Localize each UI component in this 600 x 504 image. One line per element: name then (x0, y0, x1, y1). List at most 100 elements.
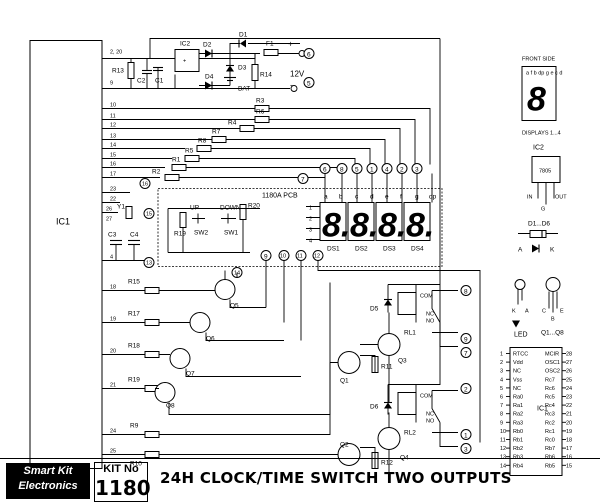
ic1-pin-right-num: 19 (566, 429, 572, 435)
schematic-label: 1 (370, 167, 374, 174)
schematic-label: Q3 (398, 358, 407, 365)
r2-resistor (164, 174, 180, 181)
ic1-pin-right-num: 24 (566, 386, 572, 392)
c1-label: C1 (155, 78, 164, 85)
ic1-pin-right-num: 16 (566, 455, 572, 461)
ic1-pin-right-name: OSC2 (545, 369, 560, 375)
ic1-pin-right-name: Rb5 (545, 463, 555, 469)
diode-symbol (532, 244, 539, 253)
node-16 (139, 178, 151, 189)
ic1-pin-left-name: Rb0 (513, 429, 523, 435)
schematic-label: 12 (110, 123, 116, 129)
schematic-label: R10 (130, 461, 142, 468)
ic1-pin-left-num: 8 (500, 412, 503, 418)
pcb-outline (157, 188, 443, 267)
out-8 (460, 285, 472, 296)
display-pinout (521, 66, 557, 121)
schematic-label: 1 (309, 206, 312, 212)
ic1-pin-right-name: Rc6 (545, 386, 555, 392)
schematic-label: R5 (185, 148, 194, 155)
schematic-label: R8 (198, 138, 207, 145)
schematic-label: DS4 (411, 246, 424, 253)
schematic-path (115, 244, 135, 261)
footer-bar: Smart Kit Electronics KIT No 1180 24H CL… (0, 458, 600, 504)
ic1-pin-right-name: Rc4 (545, 403, 555, 409)
schematic-label: 22 (110, 197, 116, 203)
bat-label: BAT (238, 86, 250, 93)
ic1-pin-right-name: Rc0 (545, 438, 555, 444)
schematic-path (517, 289, 523, 305)
ic1-pin-left-name: Ra1 (513, 403, 523, 409)
ic2-label: IC2 (180, 41, 191, 48)
r9-resistor (144, 431, 160, 438)
schematic-label: E (560, 309, 564, 315)
schematic-path (192, 213, 236, 224)
r15-resistor (144, 287, 160, 294)
schematic-label: R18 (128, 343, 140, 350)
node-15 (143, 208, 155, 219)
schematic-label: 14 (110, 143, 116, 149)
schematic-label: D6 (370, 404, 379, 411)
schematic-label: 18 (110, 285, 116, 291)
r5-resistor (184, 155, 200, 162)
schematic-label: DS1 (327, 246, 340, 253)
schematic-label: a f b dp g e c d (526, 71, 562, 77)
schematic-label: R19 (128, 377, 140, 384)
term-5-label: 5 (307, 81, 311, 88)
kit-number-box: KIT No 1180 (94, 462, 151, 502)
schematic-label: 19 (110, 317, 116, 323)
out-3 (460, 443, 472, 454)
d3-diode (226, 65, 234, 72)
ic2-legend-label: IC2 (533, 145, 544, 152)
schematic-label: 26 (106, 207, 112, 213)
ic1-pin-left-name: Rb2 (513, 446, 523, 452)
out-1 (460, 429, 472, 440)
pin-bus (102, 108, 255, 168)
schematic-label: K (550, 247, 555, 254)
schematic-path (330, 312, 390, 473)
schematic-label: 20 (110, 349, 116, 355)
voltage-label: 12V (290, 70, 305, 79)
schematic-label: Q2 (340, 442, 349, 449)
schematic-label: 13 (146, 261, 152, 267)
r19-pcb-resistor (179, 212, 187, 228)
schematic-label: 4 (110, 255, 113, 261)
out-7 (460, 347, 472, 358)
q4-transistor (377, 427, 401, 450)
digit-box-2 (347, 202, 375, 241)
ic1-pin-left-num: 6 (500, 395, 503, 401)
up-label: UP (190, 205, 199, 212)
d3-label: D3 (238, 65, 247, 72)
ic1-label: IC1 (56, 217, 70, 227)
schematic-label: 9 (464, 337, 468, 344)
q7-transistor (169, 348, 191, 369)
r13-resistor (127, 62, 135, 79)
f1-label: F1 (266, 41, 274, 48)
r8-resistor (196, 145, 212, 152)
ic1-pin-right-name: Rc2 (545, 420, 555, 426)
schematic-label: Q5 (230, 303, 239, 310)
d1-label: D1 (239, 32, 248, 39)
node-13 (143, 257, 155, 268)
ic1-pin-right-num: 20 (566, 420, 572, 426)
led-package (514, 279, 526, 290)
ic1-pin-left-num: 1 (500, 352, 503, 358)
diode-package (529, 230, 547, 238)
ic2-regulator (174, 49, 200, 72)
schematic-label: 13 (110, 134, 116, 140)
schematic-label: R7 (212, 129, 221, 136)
schematic-label: 12 (314, 254, 320, 260)
schematic-label: 9 (264, 254, 268, 261)
schematic-label: dp (429, 194, 437, 201)
schematic-label: R20 (248, 203, 260, 210)
schematic-label: 16 (142, 182, 148, 188)
c2-label: C2 (137, 78, 146, 85)
led-symbol (512, 320, 520, 328)
schematic-label: R19 (174, 231, 186, 238)
ic1-pin-left-num: 5 (500, 386, 503, 392)
sw2-label: SW2 (194, 230, 208, 237)
d4-diode (205, 81, 212, 90)
pcb-label: 1180A PCB (262, 193, 298, 200)
schematic-label: Q8 (166, 403, 175, 410)
